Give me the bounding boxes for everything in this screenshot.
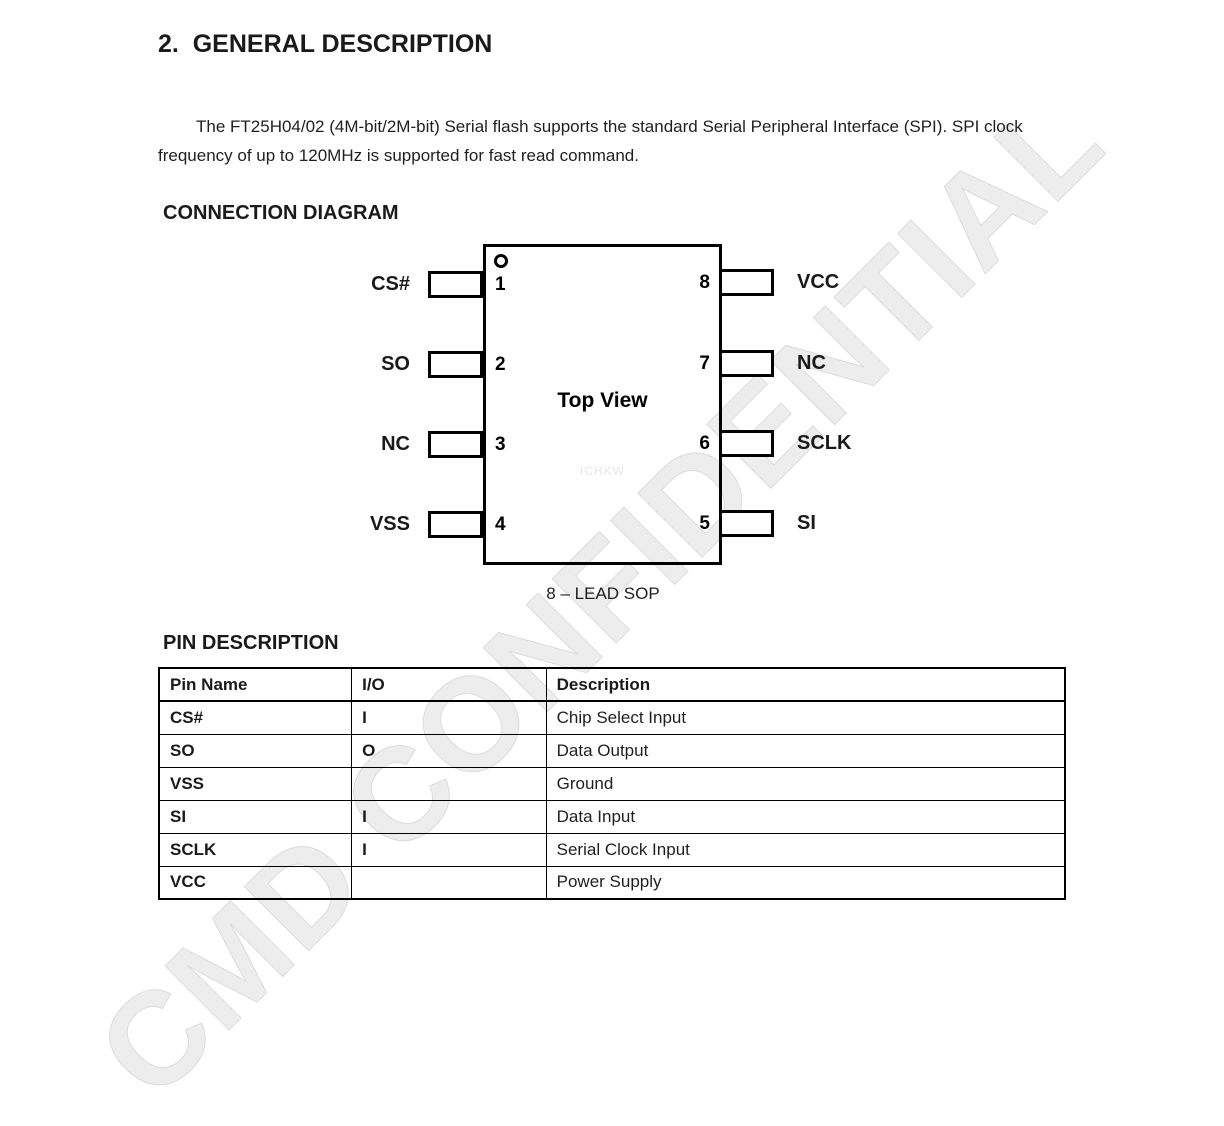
pin-stub-8 [719, 269, 774, 296]
pin-label-nc-left: NC [381, 433, 410, 455]
description-cell: Ground [545, 766, 1066, 801]
pin-description-table: Pin Name I/O Description CS# I Chip Sele… [158, 667, 1066, 900]
pin-number-1: 1 [495, 274, 506, 295]
connection-diagram-heading: CONNECTION DIAGRAM [163, 202, 399, 224]
pin-name-cell: SO [158, 733, 353, 768]
table-header-row: Pin Name I/O Description [158, 667, 1066, 702]
description-cell: Chip Select Input [545, 700, 1066, 735]
table-row: SO O Data Output [158, 733, 1066, 768]
pin-number-6: 6 [699, 433, 710, 454]
pin-name-cell: SI [158, 799, 353, 834]
chip-body [483, 244, 722, 565]
column-header-pin-name: Pin Name [158, 667, 353, 702]
pin-label-nc-right: NC [797, 352, 826, 374]
pin-label-so: SO [381, 353, 410, 375]
table-row: VSS Ground [158, 766, 1066, 801]
pin1-indicator-dot [494, 254, 508, 268]
pin-name-cell: CS# [158, 700, 353, 735]
description-cell: Data Output [545, 733, 1066, 768]
pin-label-sclk: SCLK [797, 432, 852, 454]
io-cell: I [351, 832, 547, 867]
pin-stub-3 [428, 431, 483, 458]
pin-name-cell: SCLK [158, 832, 353, 867]
pin-number-3: 3 [495, 434, 506, 455]
chip-top-view-label: Top View [557, 389, 648, 412]
pin-number-5: 5 [699, 513, 710, 534]
datasheet-page: 2. GENERAL DESCRIPTION The FT25H04/02 (4… [158, 30, 1066, 900]
io-cell: O [351, 733, 547, 768]
package-caption: 8 – LEAD SOP [546, 584, 660, 603]
pin-stub-2 [428, 351, 483, 378]
description-paragraph: The FT25H04/02 (4M-bit/2M-bit) Serial fl… [158, 117, 1023, 165]
pin-name-cell: VCC [158, 865, 353, 900]
description-cell: Serial Clock Input [545, 832, 1066, 867]
table-row: VCC Power Supply [158, 865, 1066, 900]
pin-stub-5 [719, 510, 774, 537]
description-cell: Data Input [545, 799, 1066, 834]
io-cell: I [351, 700, 547, 735]
table-row: CS# I Chip Select Input [158, 700, 1066, 735]
description-cell: Power Supply [545, 865, 1066, 900]
pin-stub-6 [719, 430, 774, 457]
pin-number-7: 7 [699, 353, 710, 374]
table-row: SCLK I Serial Clock Input [158, 832, 1066, 867]
io-cell [351, 865, 547, 900]
pin-label-vcc: VCC [797, 271, 840, 293]
io-cell: I [351, 799, 547, 834]
pin-stub-4 [428, 511, 483, 538]
pin-name-cell: VSS [158, 766, 353, 801]
pin-stub-7 [719, 350, 774, 377]
pin-description-heading: PIN DESCRIPTION [163, 632, 339, 654]
pin-label-si: SI [797, 512, 816, 534]
table-row: SI I Data Input [158, 799, 1066, 834]
pin-stub-1 [428, 271, 483, 298]
column-header-description: Description [545, 667, 1066, 702]
pin-number-2: 2 [495, 354, 506, 375]
pin-label-cs: CS# [371, 273, 410, 295]
pin-label-vss: VSS [369, 513, 410, 535]
section-title: 2. GENERAL DESCRIPTION [158, 30, 493, 58]
pin-number-4: 4 [495, 514, 506, 535]
io-cell [351, 766, 547, 801]
column-header-io: I/O [351, 667, 547, 702]
chip-inner-watermark: ICHKW [580, 464, 625, 478]
pin-number-8: 8 [699, 272, 710, 293]
